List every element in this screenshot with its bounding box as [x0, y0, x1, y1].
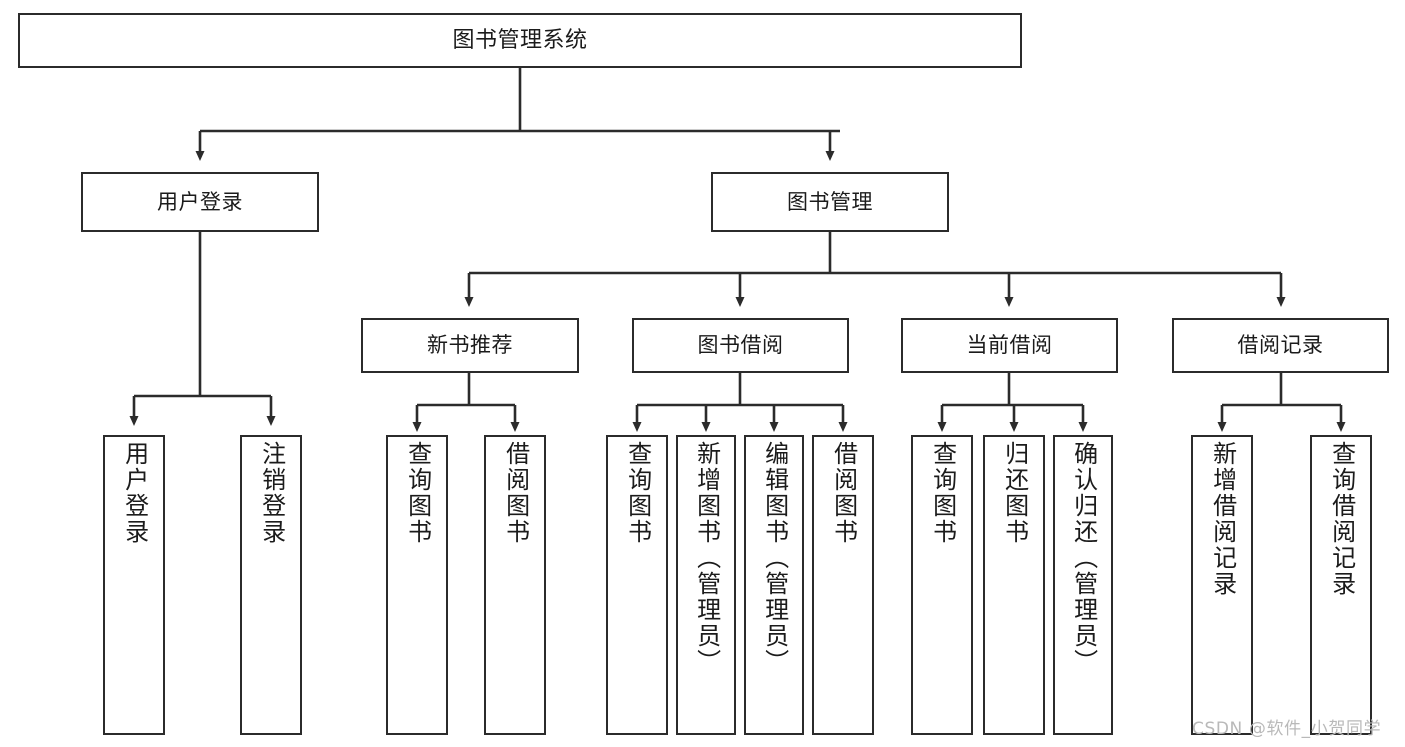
node-leaf-logout-label: 注销登录: [257, 441, 286, 545]
node-leaf-borrow-book-label: 借阅图书: [829, 441, 858, 545]
node-leaf-query-book-rec-label: 查询图书: [403, 441, 432, 545]
node-leaf-query-book-borrow-label: 查询图书: [623, 441, 652, 545]
node-leaf-query-book-rec[interactable]: 查询图书: [386, 435, 448, 735]
node-leaf-borrow-book-rec[interactable]: 借阅图书: [484, 435, 546, 735]
node-leaf-add-record-label: 新增借阅记录: [1208, 441, 1237, 597]
node-leaf-borrow-book[interactable]: 借阅图书: [812, 435, 874, 735]
node-leaf-user-login[interactable]: 用户登录: [103, 435, 165, 735]
node-book-manage-label: 图书管理: [787, 189, 873, 214]
node-leaf-logout[interactable]: 注销登录: [240, 435, 302, 735]
node-leaf-confirm-return[interactable]: 确认归还（管理员）: [1053, 435, 1113, 735]
node-leaf-query-record-label: 查询借阅记录: [1327, 441, 1356, 597]
node-leaf-borrow-book-rec-label: 借阅图书: [501, 441, 530, 545]
node-book-borrow-label: 图书借阅: [697, 333, 784, 358]
node-leaf-confirm-return-label: 确认归还（管理员）: [1069, 441, 1098, 675]
node-leaf-return-book-label: 归还图书: [1000, 441, 1029, 545]
node-leaf-return-book[interactable]: 归还图书: [983, 435, 1045, 735]
node-current-borrow-label: 当前借阅: [966, 333, 1053, 358]
node-leaf-user-login-label: 用户登录: [120, 441, 149, 545]
node-leaf-query-book-borrow[interactable]: 查询图书: [606, 435, 668, 735]
node-leaf-add-book[interactable]: 新增图书（管理员）: [676, 435, 736, 735]
node-leaf-query-book-cur-label: 查询图书: [928, 441, 957, 545]
node-borrow-record-label: 借阅记录: [1237, 333, 1324, 358]
node-user-login[interactable]: 用户登录: [81, 172, 319, 232]
node-root-label: 图书管理系统: [452, 27, 588, 53]
csdn-watermark: CSDN @软件_小贺同学: [1192, 719, 1382, 739]
node-new-book-rec[interactable]: 新书推荐: [361, 318, 579, 373]
node-user-login-label: 用户登录: [157, 189, 243, 214]
node-leaf-edit-book-label: 编辑图书（管理员）: [760, 441, 789, 675]
node-new-book-rec-label: 新书推荐: [427, 333, 513, 358]
node-leaf-edit-book[interactable]: 编辑图书（管理员）: [744, 435, 804, 735]
node-leaf-add-record[interactable]: 新增借阅记录: [1191, 435, 1253, 735]
node-current-borrow[interactable]: 当前借阅: [901, 318, 1118, 373]
node-leaf-query-book-cur[interactable]: 查询图书: [911, 435, 973, 735]
node-leaf-query-record[interactable]: 查询借阅记录: [1310, 435, 1372, 735]
node-root[interactable]: 图书管理系统: [18, 13, 1022, 68]
node-leaf-add-book-label: 新增图书（管理员）: [692, 441, 721, 675]
node-borrow-record[interactable]: 借阅记录: [1172, 318, 1389, 373]
node-book-borrow[interactable]: 图书借阅: [632, 318, 849, 373]
node-book-manage[interactable]: 图书管理: [711, 172, 949, 232]
